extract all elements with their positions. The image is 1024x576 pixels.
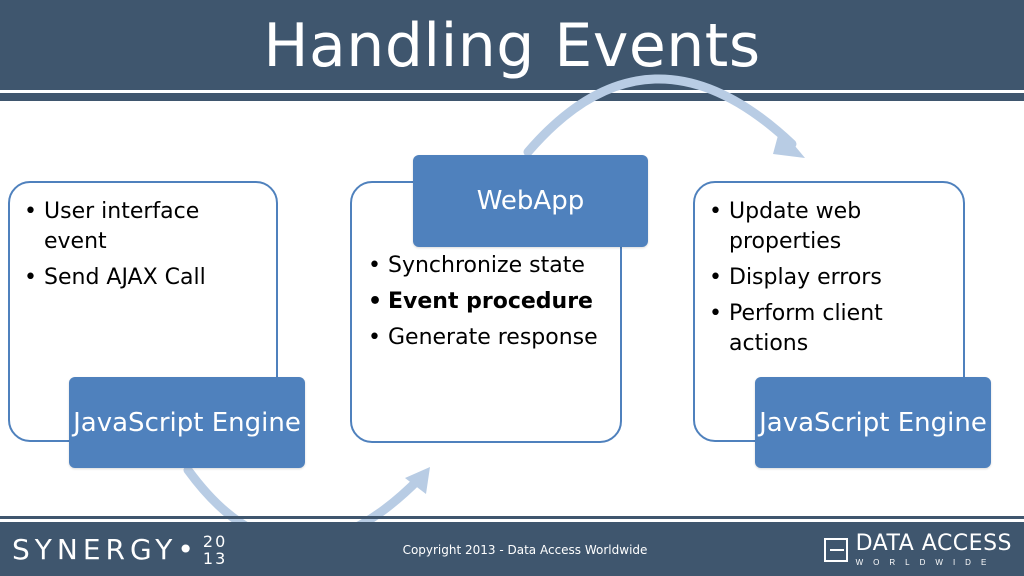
synergy-logo-text: SYNERGY•	[12, 533, 199, 566]
synergy-logo: SYNERGY• 20 13	[12, 530, 227, 570]
year-bottom: 13	[202, 549, 228, 568]
copyright-text: Copyright 2013 - Data Access Worldwide	[402, 543, 648, 557]
webapp-label: WebApp	[413, 155, 648, 247]
synergy-logo-year: 20 13	[203, 533, 227, 567]
title-divider	[0, 93, 1024, 101]
bullet-item: Synchronize state	[366, 251, 616, 281]
right-card-bullets: Update web properties Display errors Per…	[707, 197, 942, 359]
left-card-bullets: User interface event Send AJAX Call	[22, 197, 252, 293]
title-bar: Handling Events	[0, 0, 1024, 90]
bullet-item: Send AJAX Call	[22, 263, 252, 293]
bullet-item: Generate response	[366, 323, 616, 353]
data-access-logo: DATA ACCESS WORLDWIDE	[823, 531, 1012, 568]
data-access-logo-sub: WORLDWIDE	[855, 558, 997, 567]
bullet-item-bold: Event procedure	[366, 287, 616, 317]
bullet-item: User interface event	[22, 197, 252, 257]
bullet-item: Update web properties	[707, 197, 942, 257]
data-access-logo-main: DATA ACCESS	[855, 531, 1012, 556]
slide-title: Handling Events	[263, 11, 761, 81]
arrow-head-right	[773, 128, 805, 158]
middle-card-bullets: Synchronize state Event procedure Genera…	[366, 251, 616, 353]
left-engine-text: JavaScript Engine	[73, 407, 301, 438]
data-access-mark-icon	[823, 538, 848, 562]
year-top: 20	[202, 532, 228, 551]
left-engine-label: JavaScript Engine	[69, 377, 305, 468]
bullet-item: Perform client actions	[707, 299, 942, 359]
bullet-item: Display errors	[707, 263, 942, 293]
footer-divider	[0, 516, 1024, 519]
right-engine-text: JavaScript Engine	[759, 407, 987, 438]
webapp-text: WebApp	[476, 186, 585, 216]
arrow-webapp-to-right	[523, 74, 797, 157]
footer-bar	[0, 522, 1024, 576]
right-engine-label: JavaScript Engine	[755, 377, 991, 468]
arrow-head-webapp	[405, 467, 430, 494]
